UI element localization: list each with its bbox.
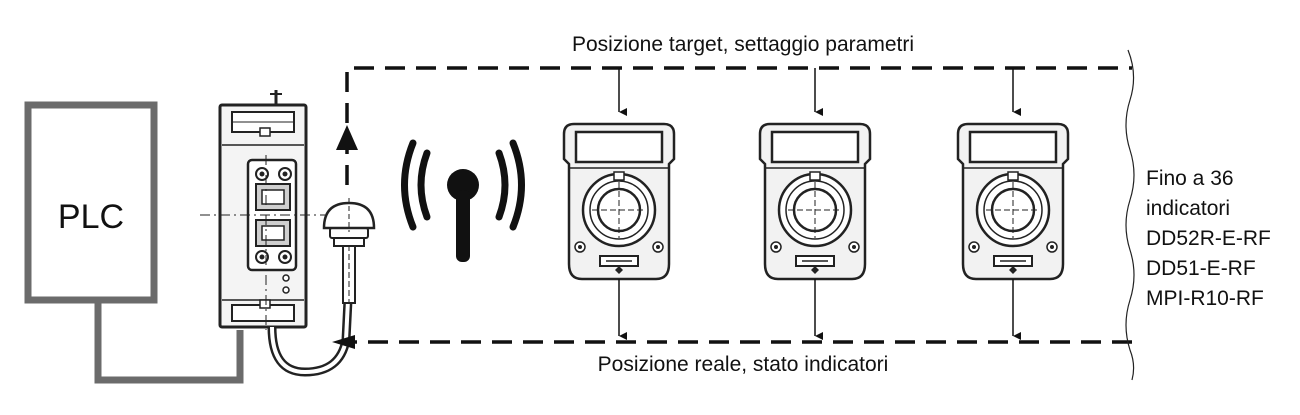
position-indicator-icon — [956, 122, 1070, 281]
wireless-signal-icon — [401, 139, 525, 262]
status-arrows — [618, 279, 1021, 340]
plc-label: PLC — [58, 198, 124, 236]
rf-gateway-module-icon — [200, 90, 325, 330]
antenna-icon — [267, 198, 376, 377]
top-flow-label: Posizione target, settaggio parametri — [572, 33, 914, 56]
side-note-line-2: indicatori — [1146, 197, 1230, 220]
communication-loop — [332, 49, 1135, 381]
side-note-line-5: MPI-R10-RF — [1146, 287, 1264, 310]
position-indicator-icon — [562, 122, 676, 281]
plc-unit: PLC — [24, 101, 244, 384]
target-arrows — [618, 68, 1021, 116]
bottom-flow-label: Posizione reale, stato indicatori — [598, 353, 889, 376]
side-note-line-1: Fino a 36 — [1146, 167, 1234, 190]
position-indicator-icon — [758, 122, 872, 281]
side-note: Fino a 36 indicatori DD52R-E-RF DD51-E-R… — [1146, 167, 1271, 310]
side-note-line-3: DD52R-E-RF — [1146, 227, 1271, 250]
side-note-line-4: DD51-E-RF — [1146, 257, 1256, 280]
